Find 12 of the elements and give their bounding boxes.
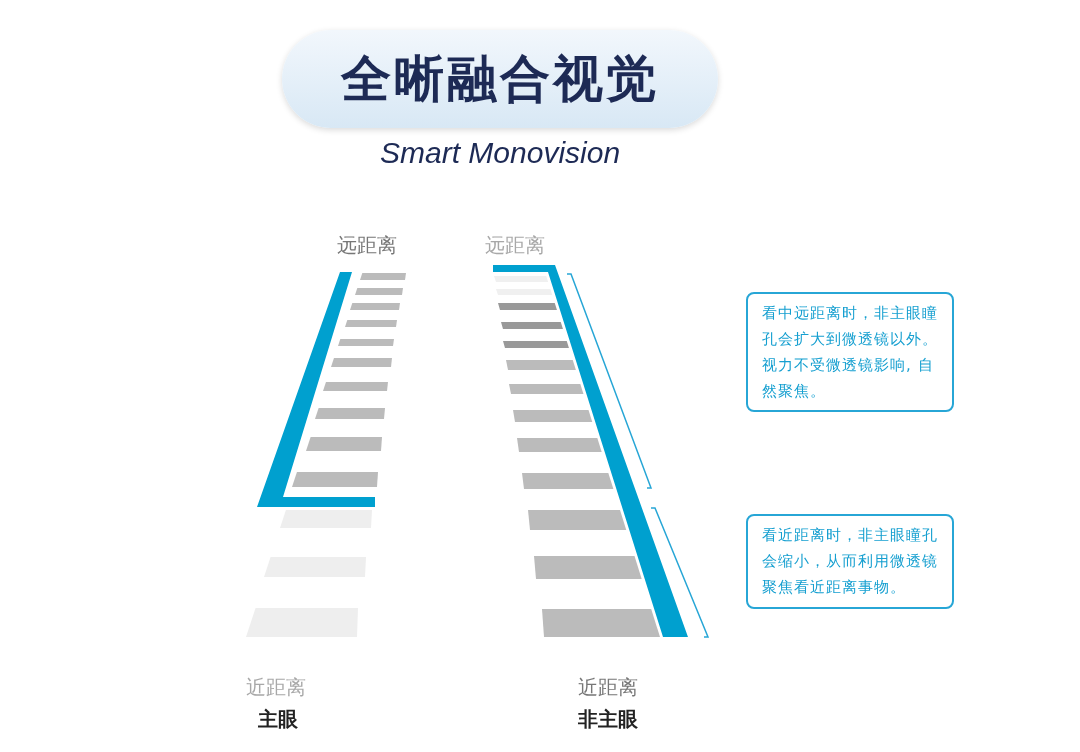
callout-text: 看中远距离时，非主眼瞳孔会扩大到微透镜以外。视力不受微透镜影响, 自然聚焦。 xyxy=(762,303,939,402)
eye-label: 非主眼 xyxy=(578,706,638,733)
distance-label: 远距离 xyxy=(337,232,397,259)
callout-box xyxy=(746,514,954,609)
distance-label: 近距离 xyxy=(578,674,638,701)
title-banner: 全晰融合视觉 xyxy=(282,30,718,128)
callout-text: 看近距离时，非主眼瞳孔会缩小，从而利用微透镜聚焦看近距离事物。 xyxy=(762,525,939,598)
eye-label: 主眼 xyxy=(258,706,298,733)
distance-label: 远距离 xyxy=(485,232,545,259)
subtitle: Smart Monovision xyxy=(380,136,620,170)
distance-label: 近距离 xyxy=(246,674,306,701)
callout-box xyxy=(746,292,954,412)
